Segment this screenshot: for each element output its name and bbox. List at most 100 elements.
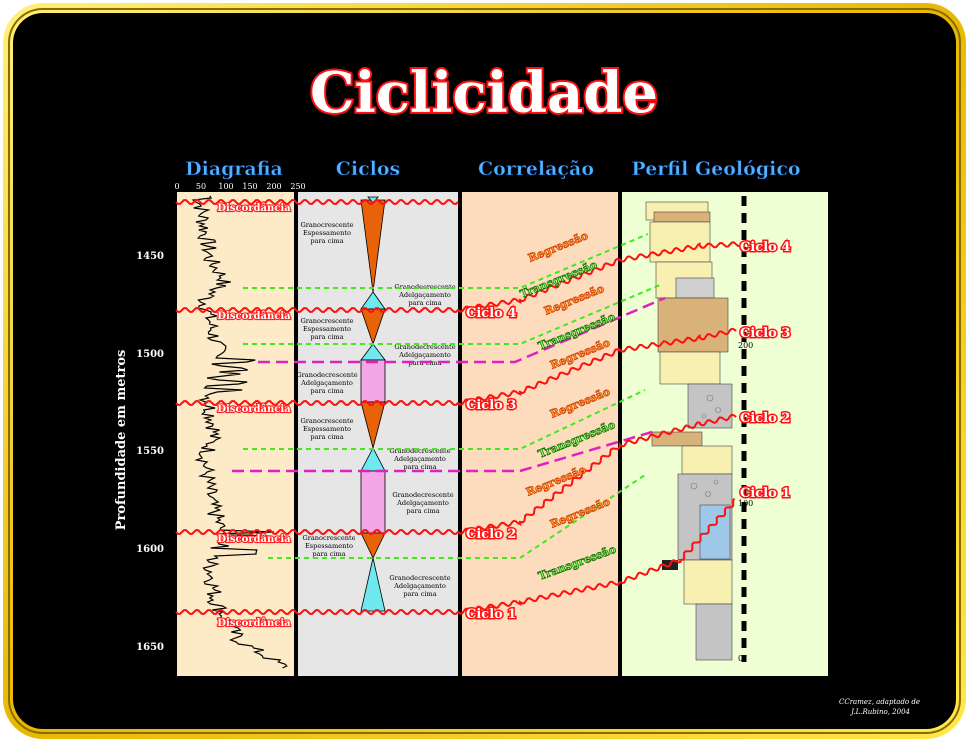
label-grano-10-b: Adelgaçamento xyxy=(393,582,446,590)
label-grano-4-b: Adelgaçamento xyxy=(398,351,451,359)
frame-bevel xyxy=(8,8,961,734)
log-scale-0: 0 xyxy=(174,182,179,191)
geo-layer-7 xyxy=(659,351,721,385)
header-correlacao: Correlação xyxy=(478,158,594,180)
geologic-column: 200 100 0 xyxy=(645,196,753,663)
depth-tick-1550: 1550 xyxy=(136,446,164,457)
log-scale-200: 200 xyxy=(266,182,281,191)
header-diagrafia: Diagrafia xyxy=(185,158,283,180)
unconformity-line-1 xyxy=(175,199,459,205)
label-grano-4-a: Granodecrescente xyxy=(394,343,455,351)
ciclo-labels-right: Ciclo 4 Ciclo 3 Ciclo 2 Ciclo 1 xyxy=(739,239,792,503)
label-grano-8-a: Granodecrescente xyxy=(392,491,453,499)
label-grano-5-b: Adelgaçamento xyxy=(300,379,353,387)
label-grano-8-b: Adelgaçamento xyxy=(396,499,449,507)
label-grano-9-a: Granocrescente xyxy=(302,534,355,542)
discordancia-3: Discordância xyxy=(217,404,291,415)
magenta-line-2 xyxy=(232,430,653,473)
ciclo-2-right: Ciclo 2 xyxy=(740,411,790,426)
geo-layer-9 xyxy=(651,431,703,447)
label-grano-6-c: para cima xyxy=(310,433,343,441)
discordancia-labels: Discordância Discordância Discordância D… xyxy=(216,202,292,630)
label-grano-9-b: Espessamento xyxy=(305,542,353,550)
label-grano-6-b: Espessamento xyxy=(303,425,351,433)
label-grano-10-a: Granodecrescente xyxy=(389,574,450,582)
unconformity-line-5 xyxy=(175,497,736,615)
unconformity-lines xyxy=(175,199,741,615)
label-grano-2-c: para cima xyxy=(408,299,441,307)
ciclo-3-right: Ciclo 3 xyxy=(740,326,790,341)
log-scale: 0 50 100 150 200 250 xyxy=(174,182,305,191)
pebble-6 xyxy=(713,479,719,485)
header-perfil: Perfil Geológico xyxy=(631,158,800,180)
ciclo-labels-left: Ciclo 4 Ciclo 3 Ciclo 2 Ciclo 1 xyxy=(465,305,518,624)
depth-tick-1500: 1500 xyxy=(136,349,164,360)
ciclo-2-left: Ciclo 2 xyxy=(466,527,516,542)
perfil-scale-100: 100 xyxy=(738,499,753,508)
depth-axis: 1450 1500 1550 1600 1650 Profundidade em… xyxy=(114,192,177,676)
label-grano-1-a: Granocrescente xyxy=(300,221,353,229)
pebble-2 xyxy=(715,407,721,413)
label-grano-2-b: Adelgaçamento xyxy=(398,291,451,299)
cycle-shape-pink-1 xyxy=(360,359,386,403)
ciclo-3-left: Ciclo 3 xyxy=(466,398,516,413)
cycle-shapes xyxy=(360,196,386,612)
unconformity-line-2 xyxy=(175,241,741,313)
discordancia-5: Discordância xyxy=(217,618,291,629)
label-grano-1-c: para cima xyxy=(310,237,343,245)
geo-layer-5 xyxy=(675,277,715,299)
magenta-line-1 xyxy=(258,296,666,364)
label-grano-10-c: para cima xyxy=(403,590,436,598)
green-line-1 xyxy=(243,233,649,289)
cycle-shape-cyan-4 xyxy=(360,557,386,612)
unconformity-line-4 xyxy=(175,413,737,535)
magenta-correlation-lines xyxy=(232,296,666,473)
cycle-shape-orange-2 xyxy=(360,308,386,346)
unconformity-line-3 xyxy=(175,327,737,406)
label-grano-5-a: Granodecrescente xyxy=(296,371,357,379)
geo-pebbles xyxy=(690,394,721,497)
label-grano-6-a: Granocrescente xyxy=(300,417,353,425)
depth-ticks xyxy=(166,199,176,672)
label-grano-5-c: para cima xyxy=(310,387,343,395)
ciclo-1-right: Ciclo 1 xyxy=(740,486,790,501)
label-grano-7-a: Granodecrescente xyxy=(389,447,450,455)
discordancia-2: Discordância xyxy=(217,311,291,322)
discordancia-4: Discordância xyxy=(217,534,291,545)
pebble-4 xyxy=(690,482,698,490)
log-scale-50: 50 xyxy=(196,182,206,191)
well-log-curve xyxy=(191,195,288,669)
green-correlation-lines xyxy=(243,233,661,559)
label-grano-3-c: para cima xyxy=(310,333,343,341)
credit-line-2: J.L.Rubino, 2004 xyxy=(849,708,910,716)
log-scale-250: 250 xyxy=(290,182,305,191)
depth-tick-1600: 1600 xyxy=(136,544,164,555)
perfil-scale-200: 200 xyxy=(738,341,753,350)
pebble-3 xyxy=(701,413,707,419)
geo-layer-6 xyxy=(657,297,729,353)
label-grano-7-c: para cima xyxy=(403,463,436,471)
ciclo-4-left: Ciclo 4 xyxy=(466,306,516,321)
green-line-2 xyxy=(243,284,661,345)
green-line-4 xyxy=(268,474,646,559)
ciclo-1-left: Ciclo 1 xyxy=(466,607,516,622)
diagrafia-panel xyxy=(176,192,296,676)
label-grano-1-b: Espessamento xyxy=(303,229,351,237)
label-grano-7-b: Adelgaçamento xyxy=(393,455,446,463)
cycle-shape-orange-3 xyxy=(360,401,386,450)
depth-axis-label: Profundidade em metros xyxy=(114,350,129,531)
geo-layer-14 xyxy=(695,603,733,661)
cycle-shape-pink-2 xyxy=(360,470,386,534)
geo-layer-2 xyxy=(653,211,711,223)
label-grano-8-c: para cima xyxy=(406,507,439,515)
depth-tick-1450: 1450 xyxy=(136,251,164,262)
label-grano-3-a: Granocrescente xyxy=(300,317,353,325)
page-title: Ciclicidade xyxy=(310,60,658,126)
log-scale-100: 100 xyxy=(218,182,233,191)
perfil-scale-0: 0 xyxy=(738,654,743,663)
log-scale-150: 150 xyxy=(242,182,257,191)
ciclo-4-right: Ciclo 4 xyxy=(740,240,790,255)
green-line-3 xyxy=(243,389,646,450)
